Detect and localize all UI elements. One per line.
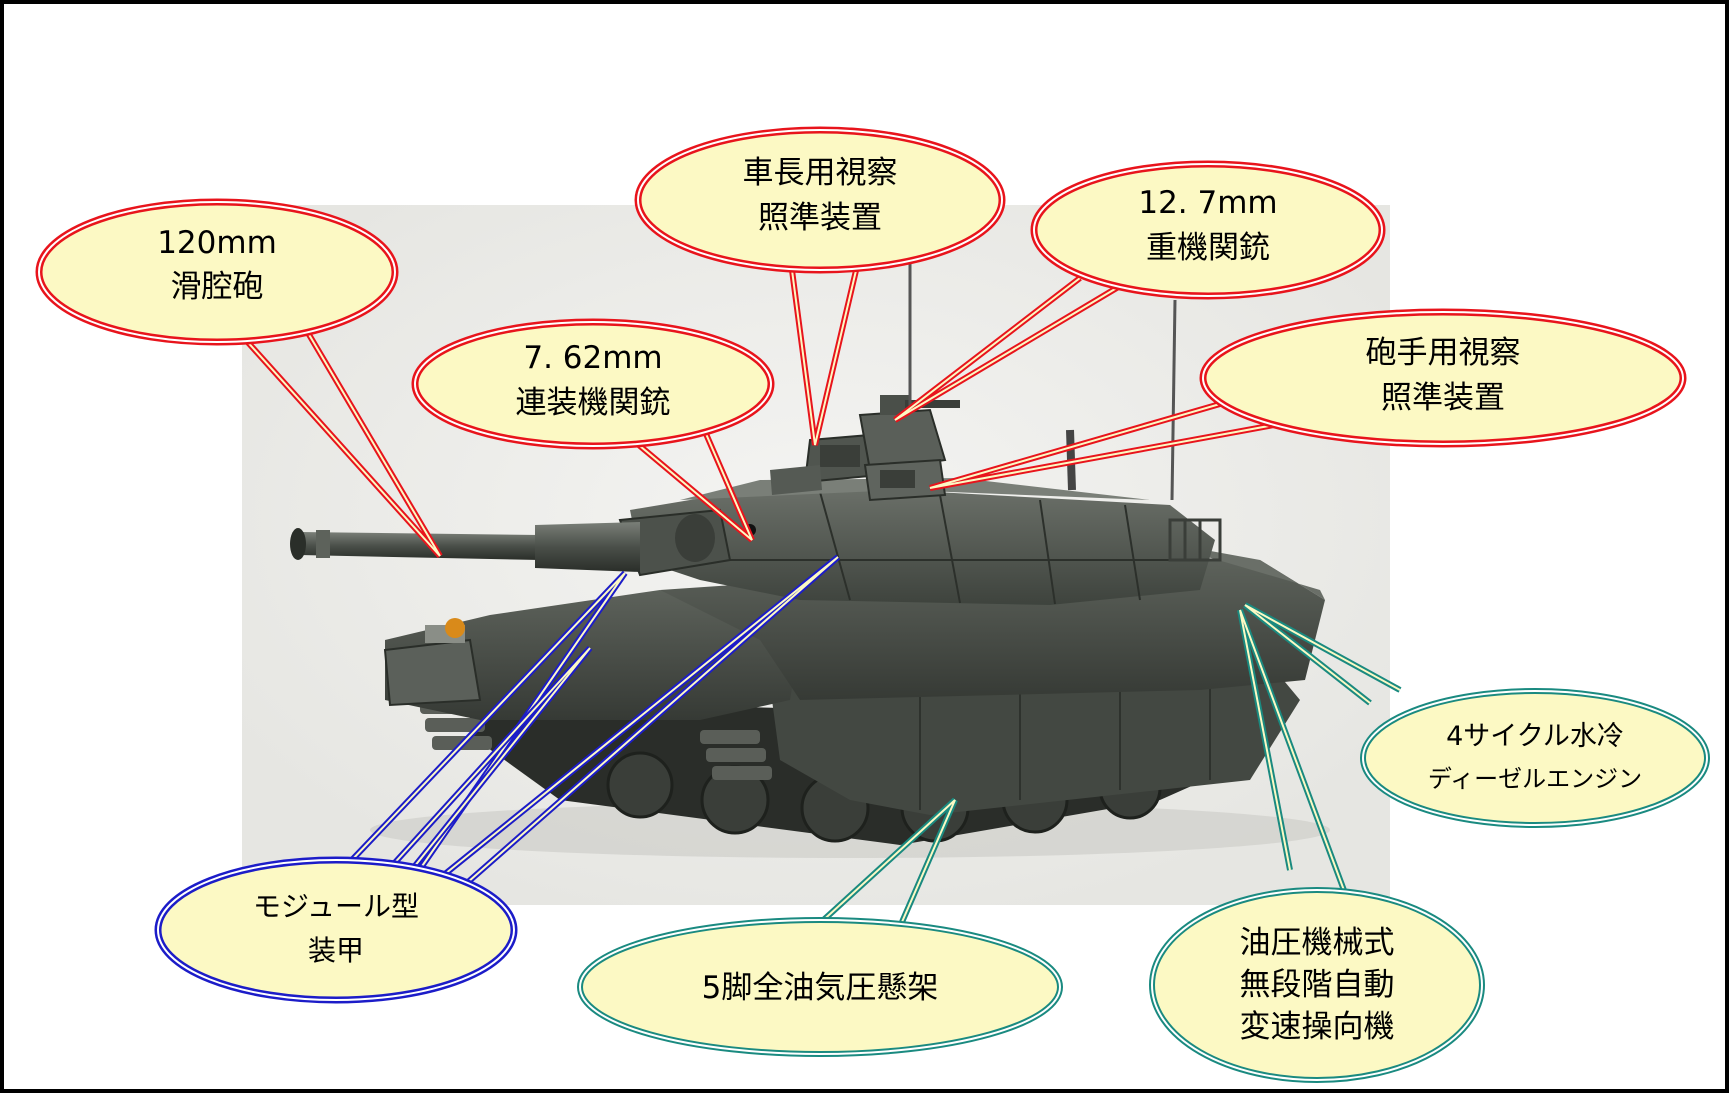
callout-suspension: 5脚全油気圧懸架 bbox=[577, 917, 1063, 1057]
callout-coax-mg-line1: 7. 62mm bbox=[523, 340, 662, 376]
callout-hmg-127: 12. 7mm 重機関銃 bbox=[1030, 160, 1386, 300]
callout-commander-sight-line1: 車長用視察 bbox=[743, 155, 898, 191]
callout-commander-sight-line2: 照準装置 bbox=[758, 200, 882, 236]
callout-transmission-line2: 無段階自動 bbox=[1240, 967, 1395, 1003]
callout-transmission-line1: 油圧機械式 bbox=[1240, 925, 1395, 961]
callout-modular-armor-line1: モジュール型 bbox=[253, 890, 419, 923]
callout-hmg-127-line1: 12. 7mm bbox=[1138, 185, 1277, 221]
callout-transmission-line3: 変速操向機 bbox=[1240, 1009, 1395, 1045]
callout-engine-line2: ディーゼルエンジン bbox=[1428, 765, 1642, 793]
callout-engine-line1: 4サイクル水冷 bbox=[1446, 721, 1624, 752]
callout-coax-mg-line2: 連装機関銃 bbox=[516, 385, 671, 421]
callout-engine: 4サイクル水冷 ディーゼルエンジン bbox=[1360, 688, 1710, 828]
callout-hmg-127-line2: 重機関銃 bbox=[1146, 230, 1270, 266]
callout-120mm-gun-line2: 滑腔砲 bbox=[171, 269, 264, 305]
callout-modular-armor-line2: 装甲 bbox=[308, 934, 364, 967]
callout-gunner-sight-line2: 照準装置 bbox=[1381, 380, 1505, 416]
callout-gunner-sight: 砲手用視察 照準装置 bbox=[1199, 308, 1687, 448]
callout-gunner-sight-line1: 砲手用視察 bbox=[1366, 335, 1521, 371]
callout-transmission: 油圧機械式 無段階自動 変速操向機 bbox=[1149, 887, 1485, 1083]
callout-120mm-gun: 120mm 滑腔砲 bbox=[35, 198, 399, 346]
callout-commander-sight: 車長用視察 照準装置 bbox=[634, 126, 1006, 274]
callout-coax-mg: 7. 62mm 連装機関銃 bbox=[411, 318, 775, 450]
callout-modular-armor: モジュール型 装甲 bbox=[154, 856, 518, 1004]
callout-120mm-gun-line1: 120mm bbox=[157, 225, 277, 261]
callout-suspension-line1: 5脚全油気圧懸架 bbox=[702, 970, 939, 1006]
tank-illustration bbox=[290, 260, 1330, 858]
leader-lines bbox=[223, 254, 1402, 928]
